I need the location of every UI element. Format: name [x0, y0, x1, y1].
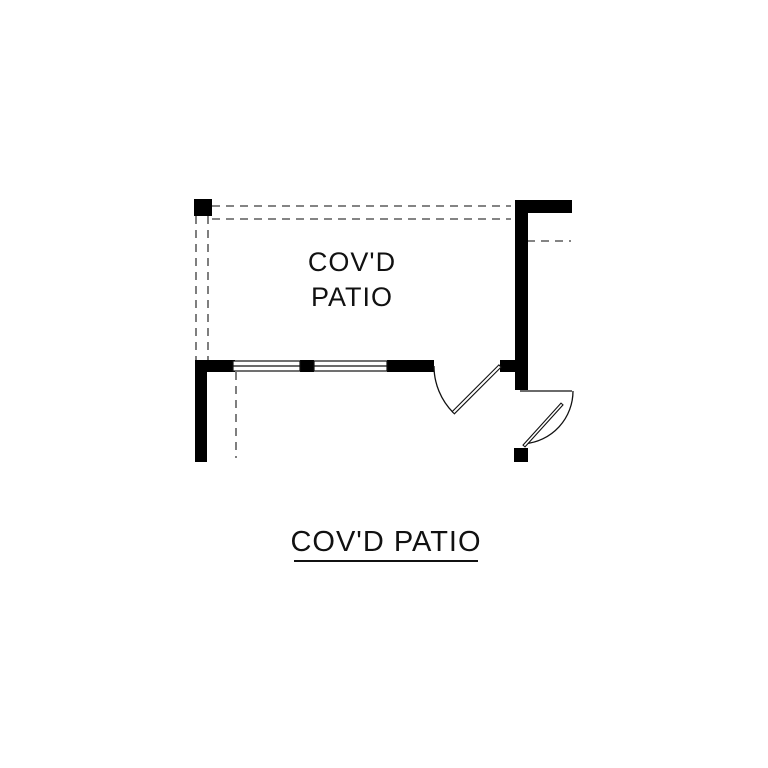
wall-post-top-left: [194, 199, 212, 216]
windows-group: [232, 360, 388, 372]
plan-title: COV'D PATIO: [290, 526, 481, 558]
room-label-line1: COV'D: [308, 247, 396, 277]
wall-post-bottom-right: [514, 448, 528, 462]
wall-window-mullion: [300, 360, 314, 372]
door-swing-arc-patio: [433, 365, 454, 414]
room-label-line2: PATIO: [311, 282, 393, 312]
dashed-lines-group: [195, 205, 571, 458]
door-leaf-right: [522, 402, 564, 448]
door-leaf-patio: [451, 364, 502, 415]
doors-group: [433, 364, 574, 448]
door-swing-arc-right: [524, 390, 574, 445]
wall-door-stub: [500, 360, 515, 372]
wall-top-right: [515, 200, 572, 213]
wall-right: [515, 200, 528, 390]
wall-bottom-right-segment: [387, 360, 434, 372]
walls-group: [194, 199, 572, 462]
wall-left-lower: [195, 360, 207, 462]
